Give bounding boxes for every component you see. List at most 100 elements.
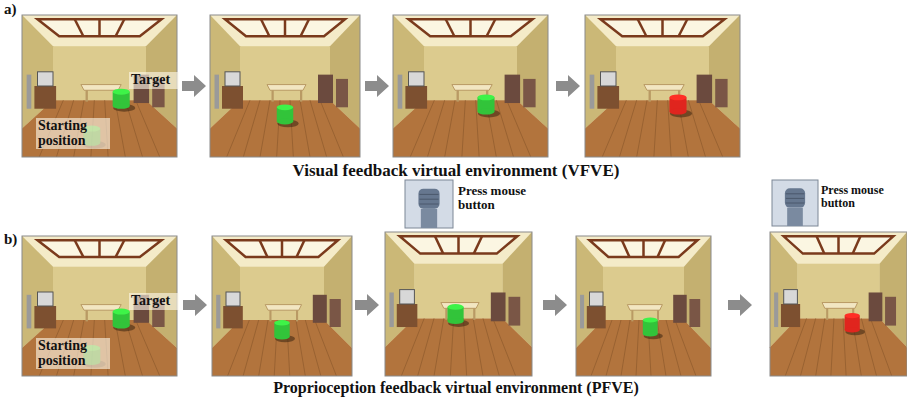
- skylight-bar: [98, 19, 101, 36]
- floor-plank: [675, 320, 696, 376]
- tv: [226, 292, 240, 306]
- floor-plank: [870, 318, 891, 376]
- speaker: [216, 295, 220, 329]
- skylight-bar: [457, 236, 460, 253]
- annotation: Press mouse button: [458, 184, 558, 211]
- screen-ground: [576, 236, 711, 376]
- skylight-bar: [474, 236, 482, 253]
- tv: [400, 290, 415, 304]
- icon-frame: [772, 180, 818, 226]
- cabinet: [330, 299, 341, 327]
- table-leg: [445, 308, 447, 320]
- screenshot: [212, 236, 352, 376]
- chair: [318, 75, 333, 103]
- floor-plank: [507, 100, 531, 157]
- step-arrow: [183, 294, 207, 316]
- skylight-bar: [116, 19, 125, 36]
- skylight-frame: [400, 236, 518, 253]
- finger-line: [786, 193, 804, 194]
- table-top: [267, 85, 306, 91]
- tv: [590, 292, 604, 306]
- tv-stand: [34, 306, 56, 328]
- floor-plank: [816, 318, 825, 376]
- chair: [869, 292, 883, 321]
- floor-plank: [654, 100, 657, 157]
- floor: [385, 318, 532, 376]
- back-wall: [424, 46, 517, 100]
- floor-plank: [800, 318, 815, 376]
- chair: [491, 292, 506, 321]
- cylinder-top: [277, 104, 294, 110]
- tv: [38, 72, 54, 86]
- floor-plank: [401, 318, 424, 376]
- cylinder: [845, 313, 865, 335]
- floor-plank: [621, 320, 630, 376]
- cylinder-base: [277, 119, 294, 125]
- finger-line: [419, 204, 438, 205]
- cylinder-top: [477, 94, 494, 100]
- table-leg: [86, 90, 88, 101]
- skylight: [409, 19, 533, 36]
- floor-plank: [483, 318, 499, 376]
- annotation: Target: [129, 72, 179, 89]
- table-top: [81, 305, 121, 311]
- back-wall: [616, 46, 709, 100]
- finger-line: [419, 194, 438, 195]
- skylight-bar: [661, 19, 664, 36]
- floor-plank: [606, 320, 621, 376]
- screenshot: [770, 232, 907, 376]
- skylight-bar: [75, 19, 84, 36]
- tv-stand: [34, 86, 56, 109]
- chair: [505, 75, 520, 103]
- screenshot: [393, 15, 548, 157]
- skylight-bar: [853, 236, 861, 253]
- finger-line: [786, 203, 804, 204]
- floor-plank: [619, 100, 636, 157]
- skylight-bar: [435, 236, 443, 253]
- annotation: Press mouse button: [821, 184, 903, 209]
- tv: [225, 72, 240, 86]
- step-arrow: [182, 75, 206, 97]
- wrist: [421, 209, 437, 228]
- floor-plank: [136, 100, 160, 157]
- speaker: [580, 295, 584, 329]
- table-top: [265, 305, 301, 311]
- floor-plank: [831, 318, 834, 376]
- skylight: [400, 236, 518, 253]
- cylinder-base: [113, 103, 130, 109]
- table-top: [81, 85, 121, 91]
- floor-plank: [473, 318, 483, 376]
- cabinet: [689, 299, 700, 327]
- step-arrow: [556, 75, 580, 97]
- floor-plank: [320, 100, 343, 157]
- back-wall: [240, 46, 330, 100]
- cabinet: [336, 79, 348, 107]
- tv: [601, 72, 617, 86]
- skylight-bar: [487, 19, 496, 36]
- tv-stand: [587, 306, 606, 328]
- speaker: [774, 292, 778, 327]
- screen-ground: [393, 15, 548, 157]
- back-wall: [603, 267, 684, 320]
- table-leg: [269, 310, 271, 321]
- floor-plank: [462, 100, 465, 157]
- skylight-frame: [38, 240, 162, 257]
- cabinet: [715, 79, 727, 107]
- floor-plank: [450, 318, 453, 376]
- floor-plank: [463, 318, 466, 376]
- floor-plank: [493, 318, 516, 376]
- skylight-bar: [817, 236, 825, 253]
- tv-stand: [222, 86, 243, 109]
- skylight-bar: [622, 240, 630, 257]
- cylinder-base: [643, 331, 658, 336]
- tv: [38, 292, 54, 306]
- floor-plank: [243, 100, 260, 157]
- step-arrow: [365, 75, 389, 97]
- screen-border: [393, 15, 548, 157]
- skylight-frame: [590, 240, 698, 257]
- floor-plank: [296, 320, 305, 376]
- skylight: [225, 19, 345, 36]
- screenshot: [585, 15, 740, 157]
- tv-stand: [397, 304, 418, 327]
